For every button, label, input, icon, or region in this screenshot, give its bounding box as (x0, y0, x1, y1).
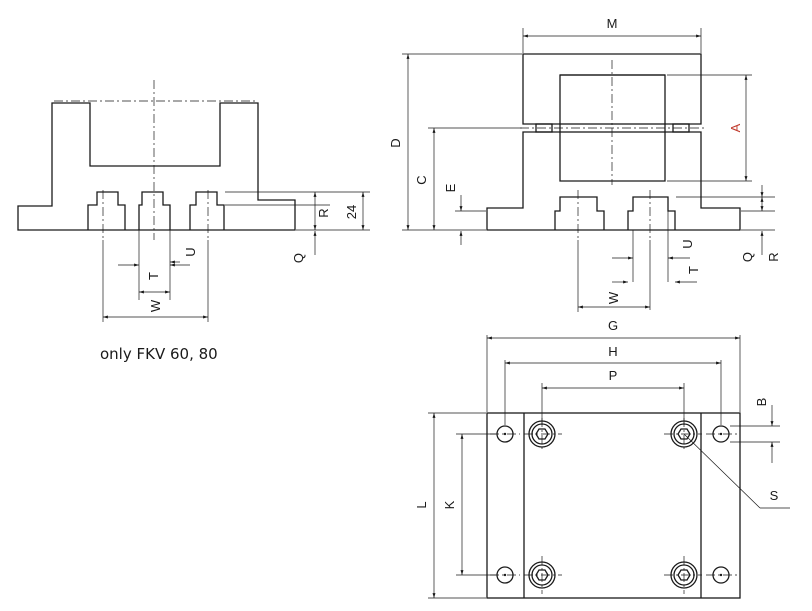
socket-screw (524, 556, 562, 594)
model-note: only FKV 60, 80 (100, 345, 218, 363)
right-t-slot (554, 196, 605, 230)
socket-screw (524, 418, 562, 450)
dim-label-D: D (388, 138, 403, 147)
mounting-hole (490, 425, 520, 443)
dim-label-W: W (606, 291, 621, 304)
left-t-slot (87, 191, 126, 230)
dim-label-W: W (148, 299, 163, 312)
dim-label-E: E (443, 183, 458, 192)
plan-view: G H P B S L K (414, 318, 790, 599)
left-part-outline (17, 102, 296, 231)
left-t-slot (189, 191, 225, 230)
right-t-slot (627, 196, 676, 230)
dim-label-R: R (316, 208, 331, 217)
dim-label-U: U (680, 239, 695, 248)
dim-label-Q: Q (740, 252, 755, 262)
dim-label-24: 24 (344, 205, 359, 219)
leader-S (683, 433, 761, 509)
right-top-view: M A D C E Q R U T (388, 16, 781, 312)
dim-label-U: U (183, 247, 198, 256)
dim-label-T: T (146, 272, 161, 280)
dim-label-R: R (766, 252, 781, 261)
dim-label-Q: Q (291, 253, 306, 263)
dim-label-B: B (754, 398, 769, 407)
dim-label-S: S (770, 488, 779, 503)
left-view: R 24 Q U T W (17, 80, 370, 322)
left-t-slot (138, 191, 171, 230)
dim-label-H: H (608, 344, 617, 359)
dim-label-A: A (728, 123, 743, 132)
socket-screw (664, 556, 702, 594)
mounting-hole (490, 566, 520, 584)
mounting-hole (706, 425, 738, 443)
mounting-hole (706, 566, 738, 584)
dim-label-T: T (686, 266, 701, 274)
dim-label-M: M (607, 16, 618, 31)
base-plate (486, 412, 741, 599)
socket-screw (664, 418, 702, 450)
dim-label-K: K (442, 500, 457, 509)
dim-label-C: C (414, 175, 429, 184)
lower-body-outline (486, 131, 741, 231)
dim-label-P: P (609, 368, 618, 383)
dim-label-L: L (414, 501, 429, 508)
dim-label-G: G (608, 318, 618, 333)
